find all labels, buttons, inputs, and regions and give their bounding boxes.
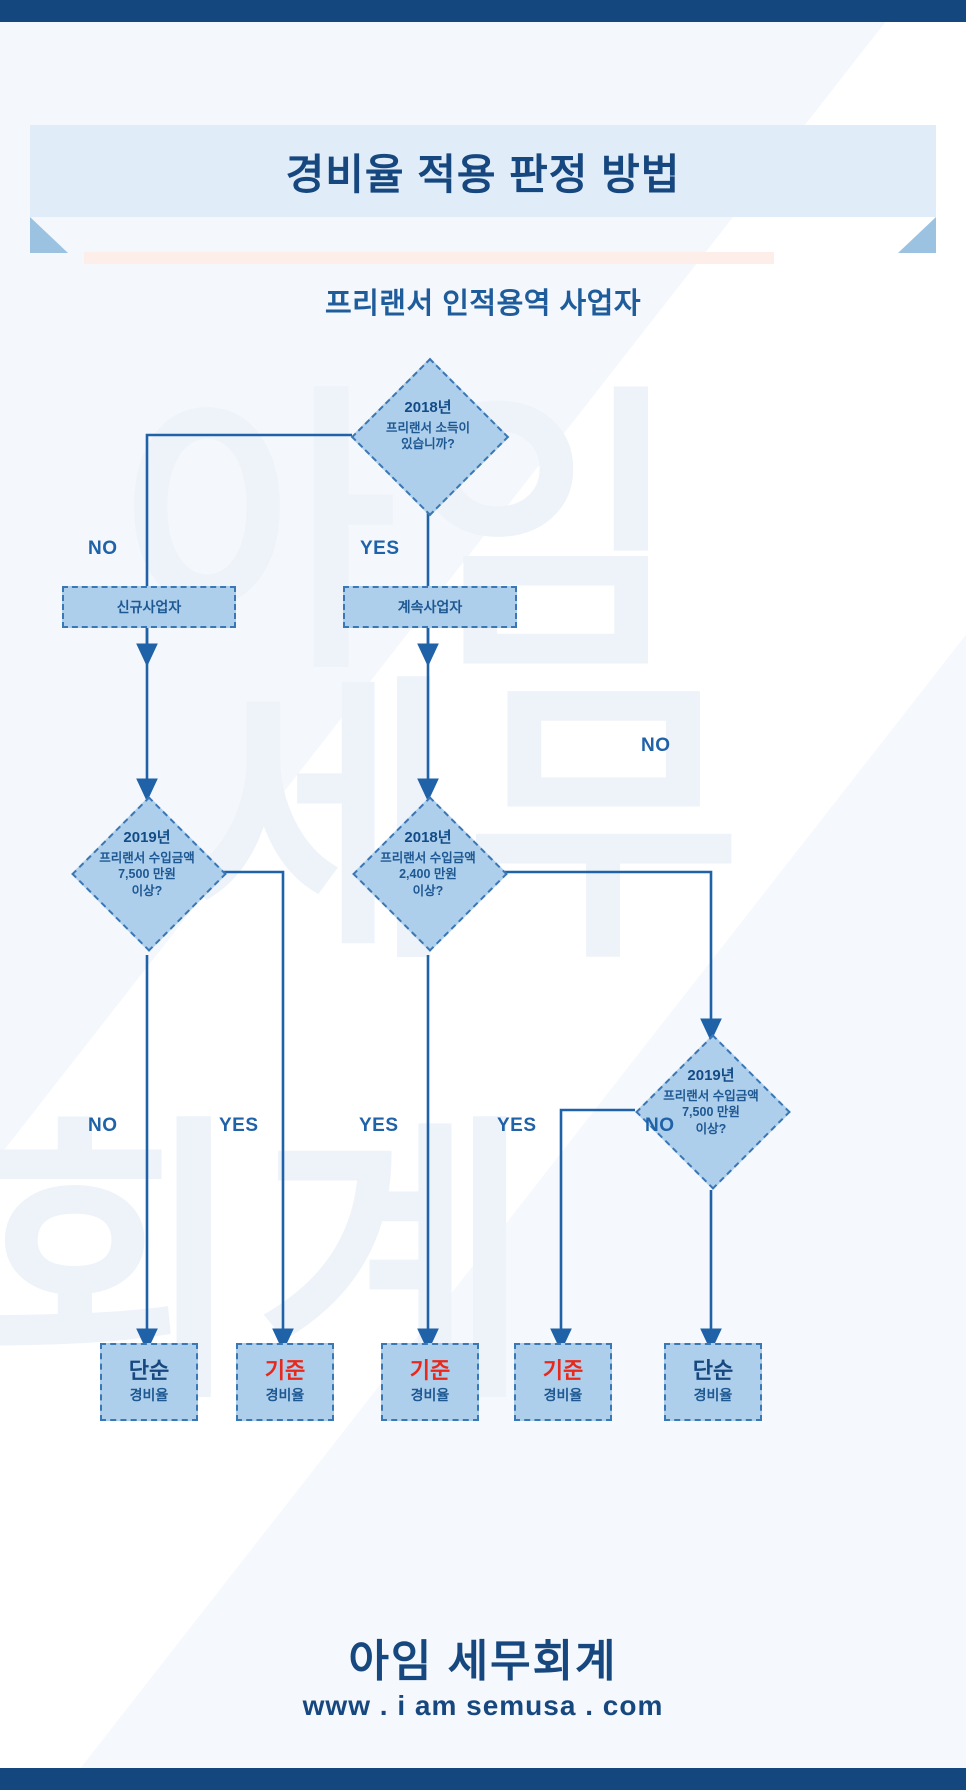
result-box-2: 기준 경비율 <box>236 1343 334 1421</box>
branch-label-top-no: NO <box>88 538 118 559</box>
decision-q1-line-1: 프리랜서 소득이 <box>386 420 470 435</box>
page-title: 경비율 적용 판정 방법 <box>285 150 681 198</box>
decision-q2-mid-line-2: 2,400 만원 <box>399 867 457 882</box>
decision-q2-left-line-2: 7,500 만원 <box>118 867 176 882</box>
result-box-2-title: 기준 <box>264 1357 306 1383</box>
branch-label-bottom-4: YES <box>497 1115 537 1136</box>
result-box-4-title: 기준 <box>542 1357 584 1383</box>
decision-q3-right-line-3: 이상? <box>695 1121 727 1136</box>
result-box-1-title: 단순 <box>128 1357 170 1383</box>
result-box-1: 단순 경비율 <box>100 1343 198 1421</box>
decision-q2-left-line-1: 프리랜서 수입금액 <box>99 850 195 865</box>
result-box-4-sub: 경비율 <box>543 1387 583 1404</box>
decision-q3-right-label: 2019년 프리랜서 수입금액 7,500 만원 이상? <box>621 1066 801 1137</box>
decision-q2-left-year: 2019년 <box>123 829 171 846</box>
decision-q2-mid-line-1: 프리랜서 수입금액 <box>380 850 476 865</box>
result-box-5: 단순 경비율 <box>664 1343 762 1421</box>
decision-q1-year: 2018년 <box>404 399 452 416</box>
result-box-2-sub: 경비율 <box>265 1387 305 1404</box>
result-box-1-sub: 경비율 <box>129 1387 169 1404</box>
decision-q3-right-line-2: 7,500 만원 <box>682 1105 740 1120</box>
bottom-navy-bar <box>0 1768 966 1790</box>
branch-label-bottom-2: YES <box>219 1115 259 1136</box>
title-banner: 경비율 적용 판정 방법 <box>30 125 936 217</box>
decision-q3-right-year: 2019년 <box>687 1067 735 1084</box>
banner-tail-left <box>30 217 68 253</box>
result-box-5-title: 단순 <box>692 1357 734 1383</box>
decision-q1-label: 2018년 프리랜서 소득이 있습니까? <box>338 398 518 453</box>
decision-q2-mid-line-3: 이상? <box>412 883 444 898</box>
watermark-line-2: 세무 <box>180 657 752 993</box>
process-box-new-biz-label: 신규사업자 <box>116 599 182 615</box>
website-url: www . i am semusa . com <box>302 1690 664 1721</box>
process-box-new-biz: 신규사업자 <box>62 586 236 628</box>
branch-label-mid-no: NO <box>641 735 671 756</box>
pink-divider <box>84 252 774 264</box>
process-box-cont-biz: 계속사업자 <box>343 586 517 628</box>
brand-name: 아임 세무회계 <box>348 1637 618 1686</box>
result-box-3-title: 기준 <box>409 1357 451 1383</box>
decision-q2-mid-label: 2018년 프리랜서 수입금액 2,400 만원 이상? <box>338 828 518 899</box>
decision-q3-right-line-1: 프리랜서 수입금액 <box>663 1088 759 1103</box>
decision-q2-left-label: 2019년 프리랜서 수입금액 7,500 만원 이상? <box>57 828 237 899</box>
result-box-5-sub: 경비율 <box>693 1387 733 1404</box>
result-box-4: 기준 경비율 <box>514 1343 612 1421</box>
banner-tail-right <box>898 217 936 253</box>
top-navy-bar <box>0 0 966 22</box>
branch-label-top-yes: YES <box>360 538 400 559</box>
result-box-3: 기준 경비율 <box>381 1343 479 1421</box>
branch-label-bottom-3: YES <box>359 1115 399 1136</box>
branch-label-bottom-5: NO <box>645 1115 675 1136</box>
branch-label-bottom-1: NO <box>88 1115 118 1136</box>
decision-q2-mid-year: 2018년 <box>404 829 452 846</box>
decision-q1-line-2: 있습니까? <box>401 437 455 452</box>
result-box-3-sub: 경비율 <box>410 1387 450 1404</box>
decision-q2-left-line-3: 이상? <box>131 883 163 898</box>
page-subtitle: 프리랜서 인적용역 사업자 <box>324 288 642 320</box>
process-box-cont-biz-label: 계속사업자 <box>397 599 463 615</box>
